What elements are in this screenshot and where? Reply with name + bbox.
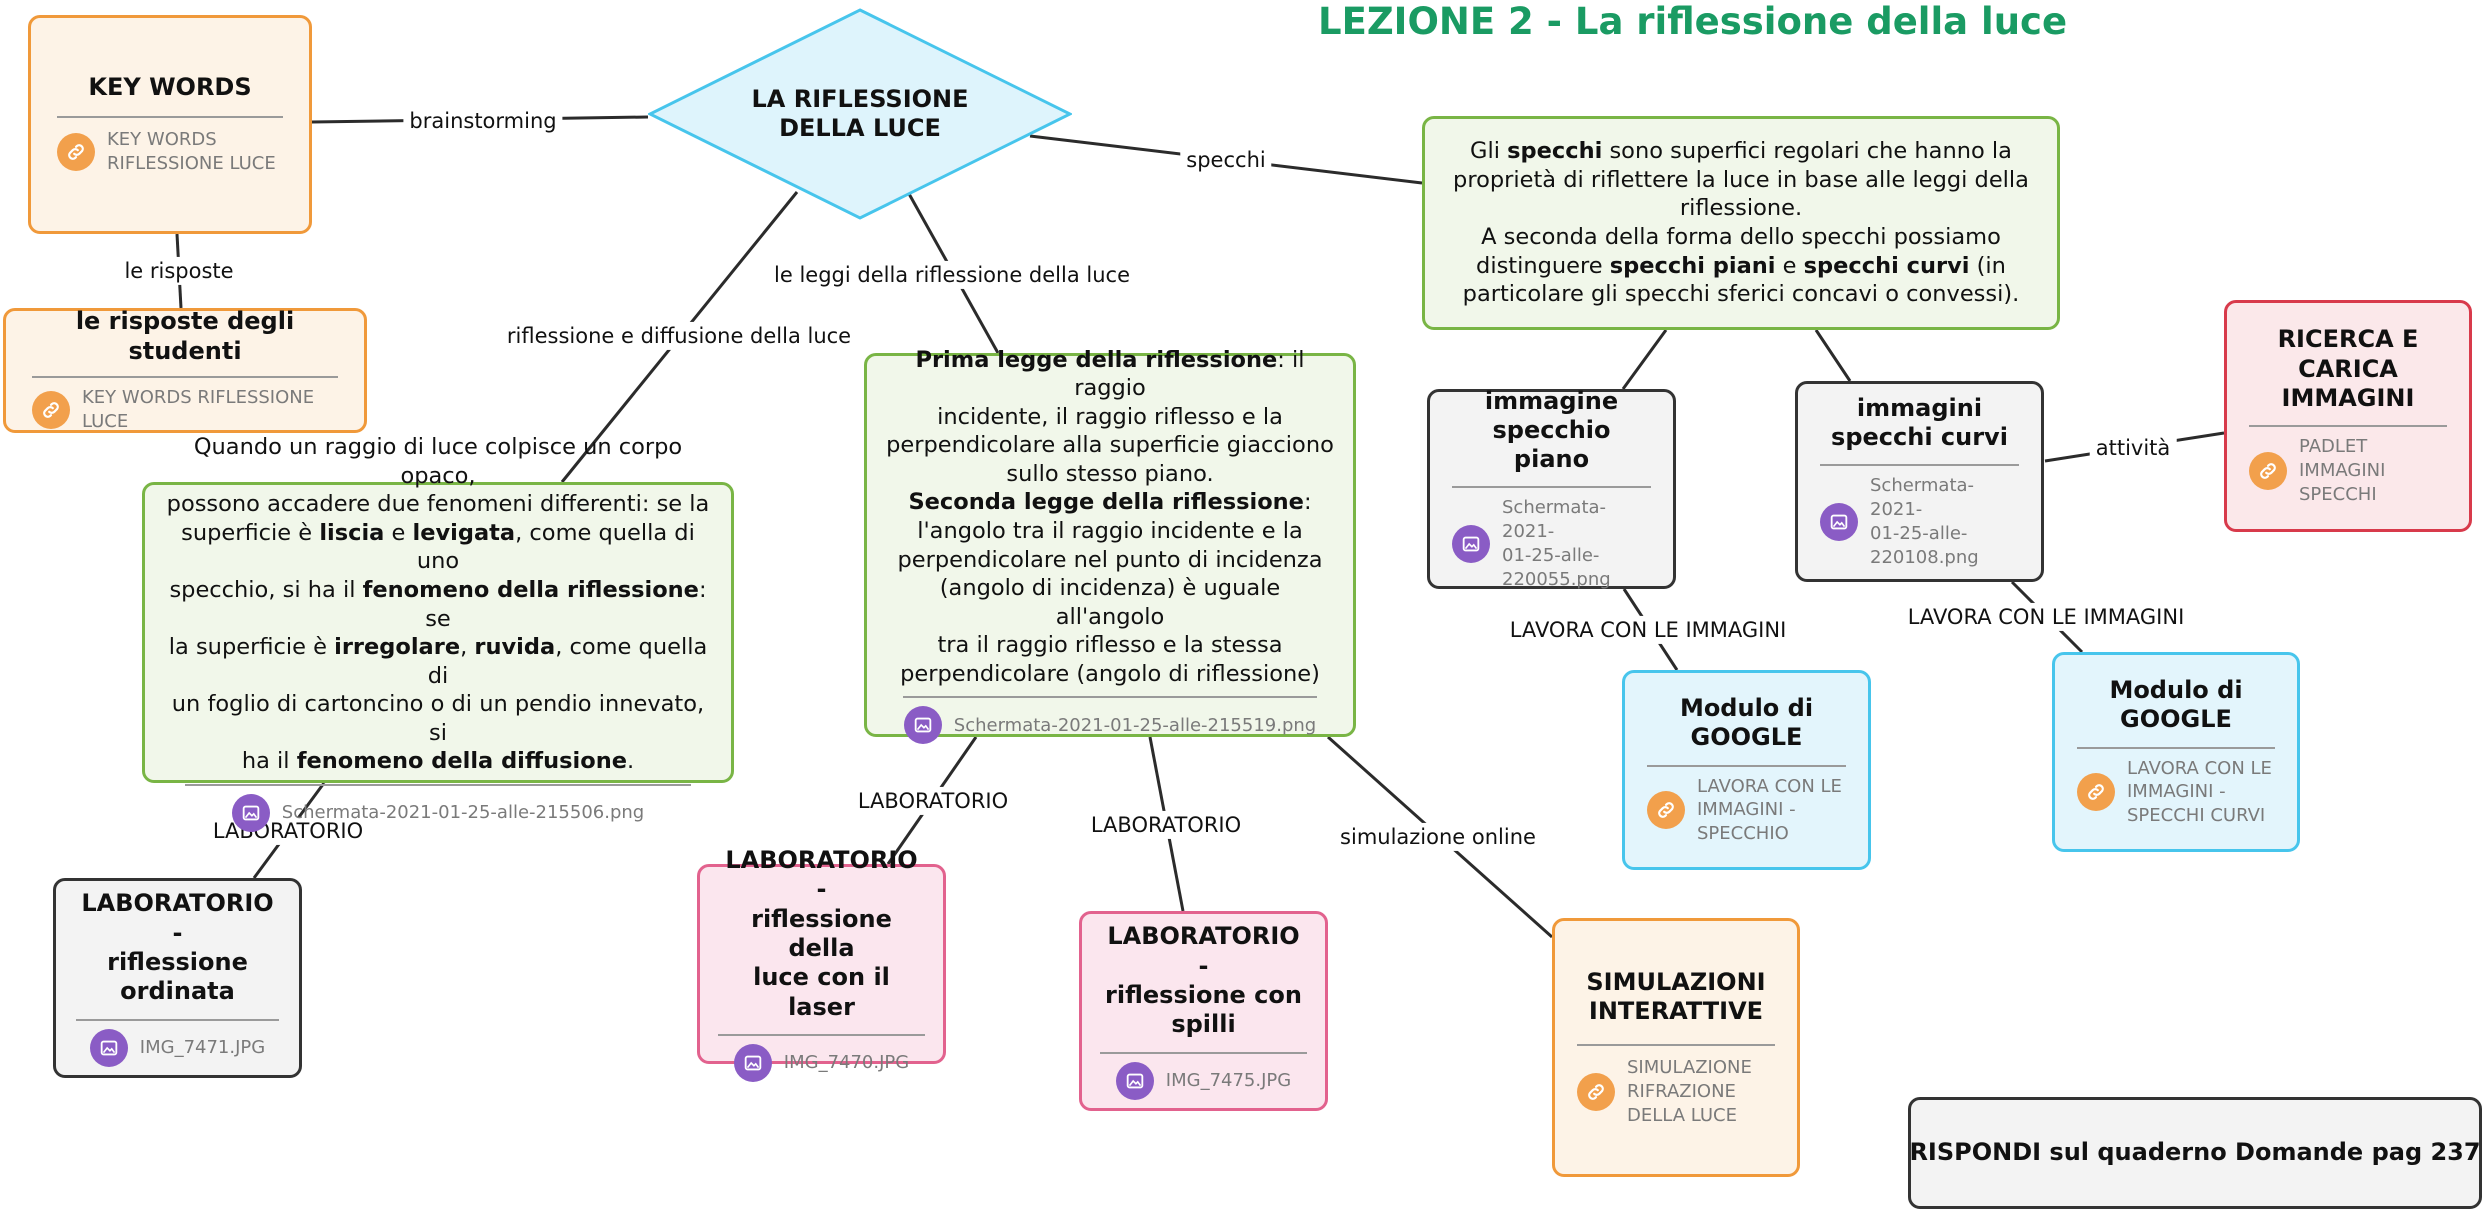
image-icon bbox=[903, 706, 942, 745]
piano-image-attachment[interactable]: Schermata-2021-01-25-alle-220055.png bbox=[1452, 496, 1651, 591]
edge-label-specchi: specchi bbox=[1180, 145, 1272, 175]
specchi-text: Gli specchi sono superfici regolari che … bbox=[1453, 138, 2029, 308]
lab-laser-image[interactable]: IMG_7470.JPG bbox=[733, 1043, 909, 1082]
divider bbox=[57, 116, 283, 119]
divider bbox=[718, 1033, 925, 1036]
edge-label-le-risposte: le risposte bbox=[118, 256, 240, 286]
link-icon bbox=[1647, 791, 1685, 830]
edge-label-leggi: le leggi della riflessione della luce bbox=[768, 260, 1136, 290]
link-icon bbox=[2077, 773, 2115, 812]
edge-label-lavora-1: LAVORA CON LE IMMAGINI bbox=[1503, 615, 1793, 645]
edge-specchi-piano bbox=[1621, 329, 1668, 390]
link-icon bbox=[57, 133, 95, 172]
risposte-link[interactable]: KEY WORDS RIFLESSIONE LUCE bbox=[32, 386, 338, 434]
page-title: LEZIONE 2 - La riflessione della luce bbox=[1318, 0, 2068, 43]
leggi-image-attachment[interactable]: Schermata-2021-01-25-alle-215519.png bbox=[903, 706, 1316, 745]
divider bbox=[1452, 486, 1651, 489]
node-leggi-riflessione[interactable]: Prima legge della riflessione: il raggio… bbox=[864, 347, 1356, 745]
edge-label-brainstorming: brainstorming bbox=[403, 106, 563, 136]
divider bbox=[1100, 1051, 1307, 1054]
image-icon bbox=[1820, 502, 1858, 541]
central-diamond-shape bbox=[648, 8, 1072, 220]
divider bbox=[2077, 746, 2275, 749]
node-key-words-title: KEY WORDS bbox=[88, 73, 252, 102]
edge-label-laboratorio-2: LABORATORIO bbox=[851, 786, 1015, 816]
image-icon bbox=[1452, 524, 1490, 563]
link-icon bbox=[2249, 451, 2287, 490]
node-specchi[interactable]: Gli specchi sono superfici regolari che … bbox=[1422, 116, 2060, 330]
image-icon bbox=[1115, 1061, 1154, 1100]
image-icon bbox=[89, 1028, 128, 1067]
link-icon bbox=[32, 390, 70, 429]
leggi-text: Prima legge della riflessione: il raggio… bbox=[886, 346, 1334, 687]
divider bbox=[32, 376, 338, 379]
divider bbox=[903, 696, 1317, 699]
divider bbox=[185, 783, 691, 786]
edge-label-lavora-2: LAVORA CON LE IMMAGINI bbox=[1901, 602, 2191, 632]
edge-label-simulazione: simulazione online bbox=[1334, 822, 1542, 852]
node-risposte-title: le risposte degli studenti bbox=[75, 307, 295, 365]
node-risposte-studenti[interactable]: le risposte degli studenti KEY WORDS RIF… bbox=[3, 307, 367, 434]
edge-label-diffusione: riflessione e diffusione della luce bbox=[500, 321, 858, 351]
image-icon bbox=[733, 1043, 772, 1082]
divider bbox=[76, 1018, 279, 1021]
divider bbox=[1577, 1044, 1775, 1047]
diffusione-text: Quando un raggio di luce colpisce un cor… bbox=[166, 434, 710, 775]
edge-specchi-curvi bbox=[1814, 329, 1852, 382]
node-rispondi-quaderno[interactable]: RISPONDI sul quaderno Domande pag 237 bbox=[1908, 1097, 2482, 1209]
divider bbox=[1820, 464, 2019, 467]
edge-label-attivita: attività bbox=[2089, 433, 2177, 463]
edge-label-laboratorio-3: LABORATORIO bbox=[1084, 810, 1248, 840]
divider bbox=[1647, 764, 1846, 767]
curvi-image-attachment[interactable]: Schermata-2021-01-25-alle-220108.png bbox=[1820, 474, 2019, 569]
divider bbox=[2249, 425, 2447, 428]
node-rispondi-title: RISPONDI sul quaderno Domande pag 237 bbox=[1909, 1138, 2481, 1167]
diffusione-image-attachment[interactable]: Schermata-2021-01-25-alle-215506.png bbox=[231, 793, 644, 832]
link-icon bbox=[1577, 1072, 1615, 1111]
node-riflessione-diffusione[interactable]: Quando un raggio di luce colpisce un cor… bbox=[142, 434, 734, 832]
lab-ordinata-image[interactable]: IMG_7471.JPG bbox=[89, 1028, 265, 1067]
image-icon bbox=[231, 793, 270, 832]
lab-spilli-image[interactable]: IMG_7475.JPG bbox=[1115, 1061, 1291, 1100]
